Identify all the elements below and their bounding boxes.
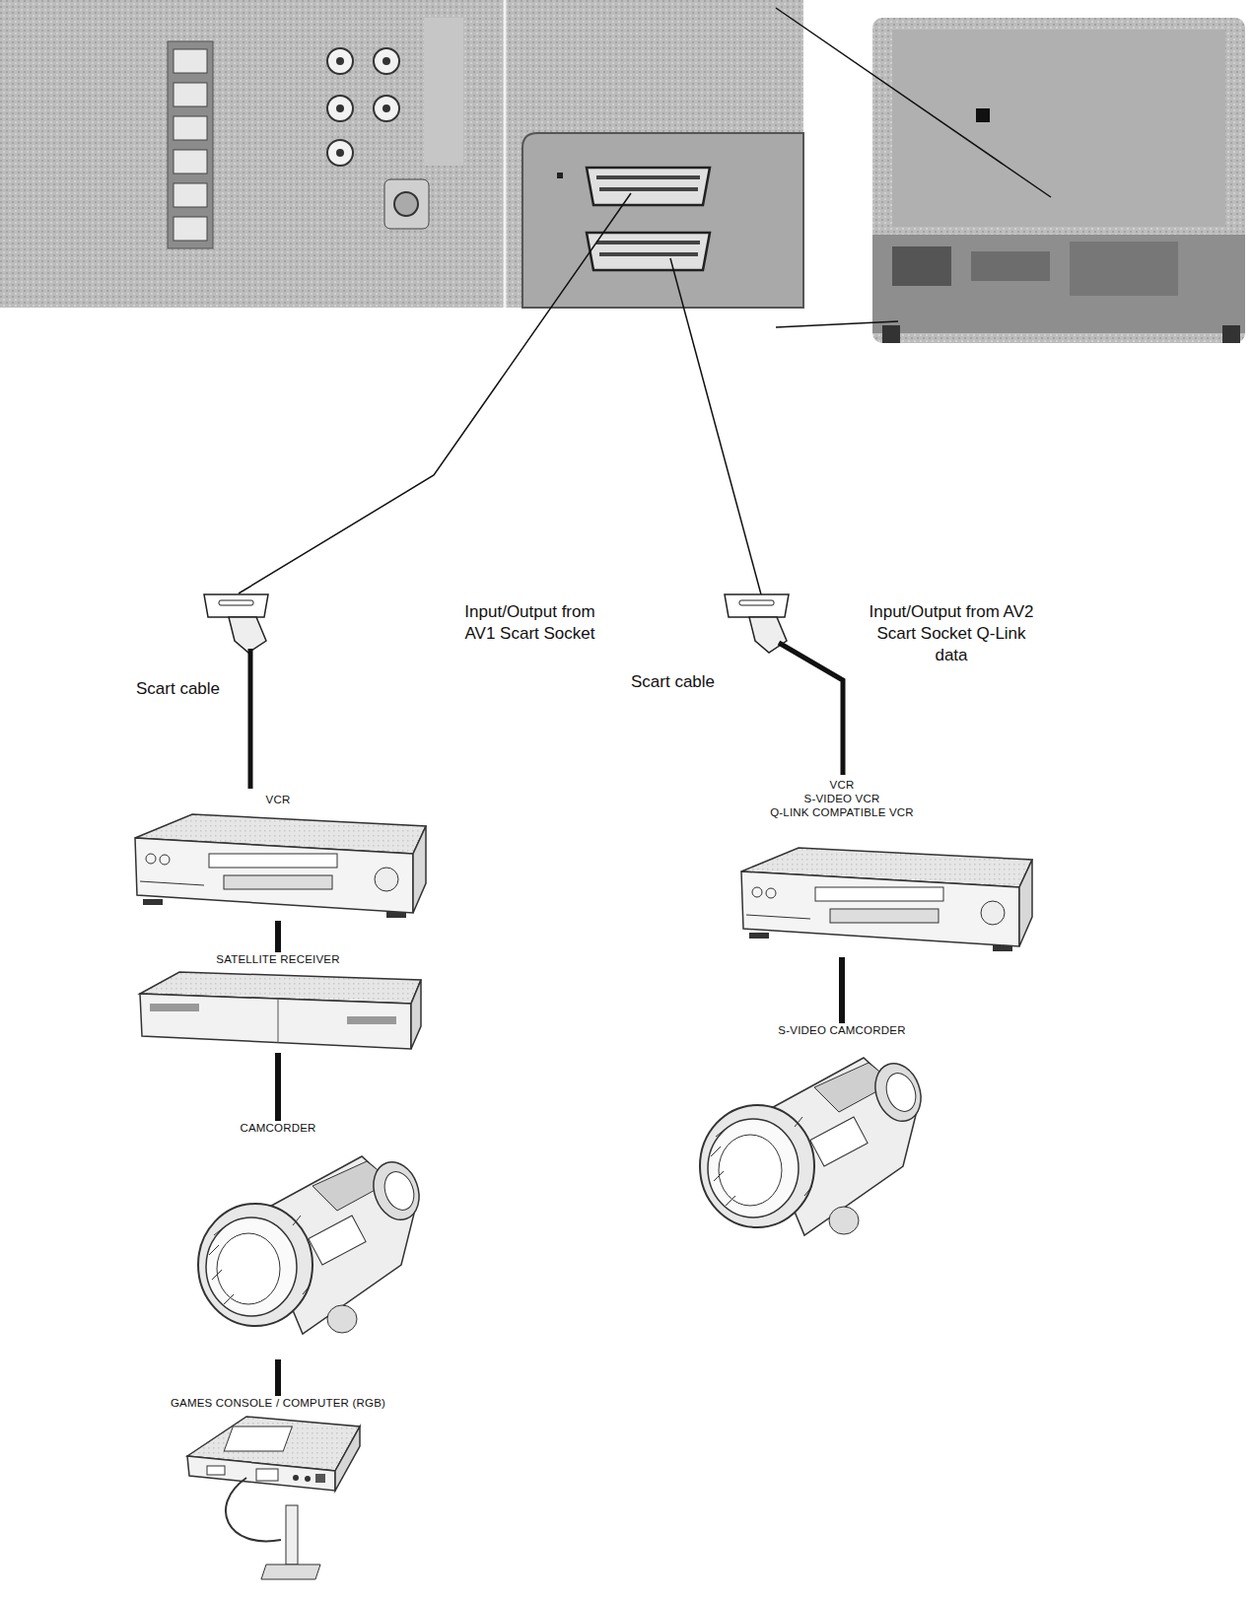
device-label: SATELLITE RECEIVER [130,952,426,967]
device-label: VCR [694,777,990,792]
device-label: GAMES CONSOLE / COMPUTER (RGB) [139,1395,417,1410]
device-cable [275,920,281,953]
device-node: SATELLITE RECEIVER [130,952,426,1053]
device-node: VCRS-VIDEO VCRQ-LINK COMPATIBLE VCR [694,777,990,958]
device-label: Q-LINK COMPATIBLE VCR [694,805,990,820]
callout-text: Input/Output from AV2 Scart Socket Q-Lin… [867,601,1036,667]
device-label: CAMCORDER [154,1120,402,1135]
device-node: GAMES CONSOLE / COMPUTER (RGB) [139,1395,417,1589]
device-cable [275,1052,281,1121]
device-label: VCR [125,792,431,807]
device-node: CAMCORDER [154,1120,402,1360]
device-cable [838,957,845,1024]
callout-text: Input/Output from AV1 Scart Socket [448,601,612,645]
device-label: S-VIDEO VCR [694,791,990,806]
device-cable [275,1359,281,1396]
callout-text: Scart cable [630,671,769,694]
device-node: VCR [125,792,431,921]
device-label: S-VIDEO CAMCORDER [723,1023,961,1038]
callout-text: Scart cable [136,678,275,700]
device-node: S-VIDEO CAMCORDER [723,1023,961,1258]
